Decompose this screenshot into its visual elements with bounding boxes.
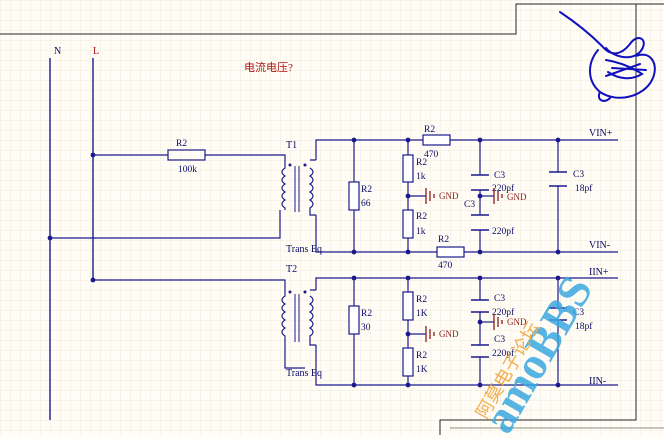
svg-text:1k: 1k	[416, 172, 426, 182]
resistor-100k: R2 100k	[167, 139, 206, 175]
svg-text:R2: R2	[416, 158, 427, 168]
svg-text:R2: R2	[416, 212, 427, 222]
transformer-t1: T1 Trans Eq	[281, 140, 322, 255]
svg-text:Trans Eq: Trans Eq	[286, 368, 322, 379]
svg-text:R2: R2	[416, 351, 427, 361]
transformer-t2: T2 Trans Eq	[281, 264, 322, 379]
resistor-470-bottom: R2 470	[436, 235, 465, 271]
port-iin-plus: IIN+	[589, 267, 609, 278]
gnd-symbol: GND	[493, 314, 527, 330]
svg-text:220pf: 220pf	[492, 307, 515, 318]
svg-text:T2: T2	[286, 264, 297, 275]
svg-text:30: 30	[361, 323, 371, 333]
capacitor-220pf-bottom-2: C3 220pf	[471, 335, 515, 359]
svg-text:R2: R2	[438, 235, 449, 245]
resistor-1k-bottom: R2 1k	[402, 209, 427, 239]
svg-text:R2: R2	[424, 125, 435, 135]
gnd-symbol: GND	[493, 188, 527, 204]
resistor-1k-top: R2 1k	[402, 154, 427, 183]
capacitor-220pf-top-2: C3 220pf	[471, 294, 515, 318]
line-rail: L	[92, 46, 99, 280]
sheet-border	[0, 3, 664, 435]
svg-text:1K: 1K	[416, 309, 428, 319]
port-iin-minus: IIN-	[589, 376, 606, 387]
neutral-label: N	[54, 46, 61, 57]
resistor-1K-top: R2 1K	[402, 291, 428, 321]
capacitor-18pf: C3 18pf	[549, 170, 593, 194]
voltage-junctions	[47, 137, 561, 255]
svg-text:T1: T1	[286, 140, 297, 151]
svg-text:470: 470	[424, 150, 439, 160]
question-title: 电流电压?	[244, 60, 293, 74]
svg-text:1k: 1k	[416, 227, 426, 237]
svg-text:C3: C3	[494, 294, 505, 304]
svg-text:66: 66	[361, 199, 371, 209]
svg-text:100k: 100k	[178, 165, 197, 175]
svg-text:R2: R2	[416, 295, 427, 305]
voltage-wires	[50, 139, 618, 253]
svg-text:C3: C3	[494, 335, 505, 345]
capacitor-220pf-top: C3 220pf	[471, 171, 515, 194]
svg-text:C3: C3	[494, 171, 505, 181]
resistor-470-top: R2 470	[422, 125, 451, 160]
svg-text:C3: C3	[573, 170, 584, 180]
capacitor-18pf-2: C3 18pf	[549, 307, 593, 332]
svg-text:C3: C3	[573, 308, 584, 318]
resistor-66: R2 66	[348, 181, 372, 211]
resistor-30: R2 30	[348, 305, 372, 335]
svg-text:R2: R2	[176, 139, 187, 149]
svg-text:220pf: 220pf	[492, 226, 515, 237]
port-vin-plus: VIN+	[589, 128, 613, 139]
resistor-1K-bottom: R2 1K	[402, 347, 428, 377]
svg-text:18pf: 18pf	[575, 183, 593, 194]
svg-text:GND: GND	[439, 191, 459, 201]
svg-text:GND: GND	[507, 317, 527, 327]
svg-text:18pf: 18pf	[575, 321, 593, 332]
line-label: L	[93, 46, 99, 57]
svg-text:R2: R2	[361, 309, 372, 319]
svg-text:GND: GND	[507, 192, 527, 202]
gnd-symbol: GND	[425, 326, 459, 342]
capacitor-220pf-bottom: C3 220pf	[464, 200, 515, 237]
svg-text:220pf: 220pf	[492, 348, 515, 359]
svg-text:Trans Eq: Trans Eq	[286, 244, 322, 255]
svg-text:220pf: 220pf	[492, 183, 515, 194]
svg-text:R2: R2	[361, 185, 372, 195]
svg-text:GND: GND	[439, 329, 459, 339]
gnd-symbol: GND	[425, 188, 459, 204]
port-vin-minus: VIN-	[589, 240, 610, 251]
svg-text:C3: C3	[464, 200, 475, 210]
scribble-drawing	[559, 11, 656, 102]
svg-text:1K: 1K	[416, 365, 428, 375]
svg-text:470: 470	[438, 261, 453, 271]
current-junctions	[90, 275, 561, 388]
